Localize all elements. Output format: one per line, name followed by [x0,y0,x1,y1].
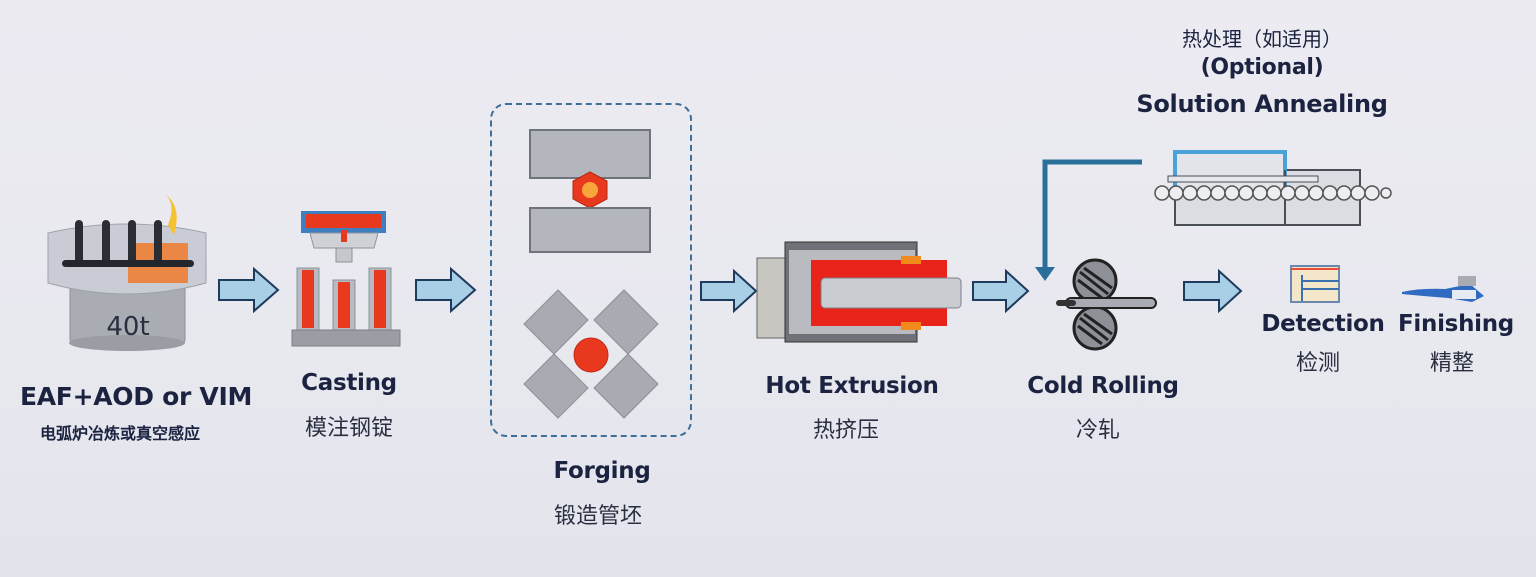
step-detection-title: Detection [1261,311,1385,337]
step-cold-rolling-title: Cold Rolling [1027,373,1179,399]
detection-screen-icon [1290,265,1340,303]
flow-arrow-2 [415,266,477,314]
step-cold-rolling-subtitle: 冷轧 [1075,418,1121,443]
eaf-furnace-icon: 40t [47,195,207,351]
flow-arrow-1 [218,266,280,314]
step-eaf-subtitle: 电弧炉冶炼或真空感应 [39,424,201,443]
hot-extrusion-press-icon [756,241,962,343]
step-hot-extrusion-subtitle: 热挤压 [812,418,880,443]
annealing-optional-tag: (Optional) [1200,55,1324,80]
annealing-furnace-icon [1154,150,1392,226]
step-finishing-title: Finishing [1398,311,1514,337]
step-forging-title: Forging [553,458,651,484]
step-hot-extrusion-title: Hot Extrusion [765,373,939,399]
forging-press-icon [529,129,651,253]
flow-arrow-5 [1183,268,1243,314]
step-eaf-title: EAF+AOD or VIM [19,382,253,411]
forging-anvil-icon [523,289,659,419]
annealing-title: Solution Annealing [1136,90,1388,118]
step-casting-subtitle: 模注钢锭 [304,416,394,441]
annealing-subtitle-zh: 热处理（如适用） [1182,27,1342,51]
step-finishing-subtitle: 精整 [1429,351,1475,376]
step-casting-title: Casting [301,370,397,396]
flow-arrow-4 [972,268,1030,314]
step-forging-subtitle: 锻造管坯 [553,504,643,529]
step-detection-subtitle: 检测 [1295,351,1341,376]
cold-rolling-mill-icon [1056,258,1157,351]
furnace-capacity-label: 40t [106,312,149,342]
casting-mold-icon [291,211,401,347]
forging-dashed-frame [490,103,692,437]
finishing-tool-icon [1402,276,1484,302]
annealing-return-arrow [1035,159,1142,281]
flow-arrow-3 [700,268,758,314]
